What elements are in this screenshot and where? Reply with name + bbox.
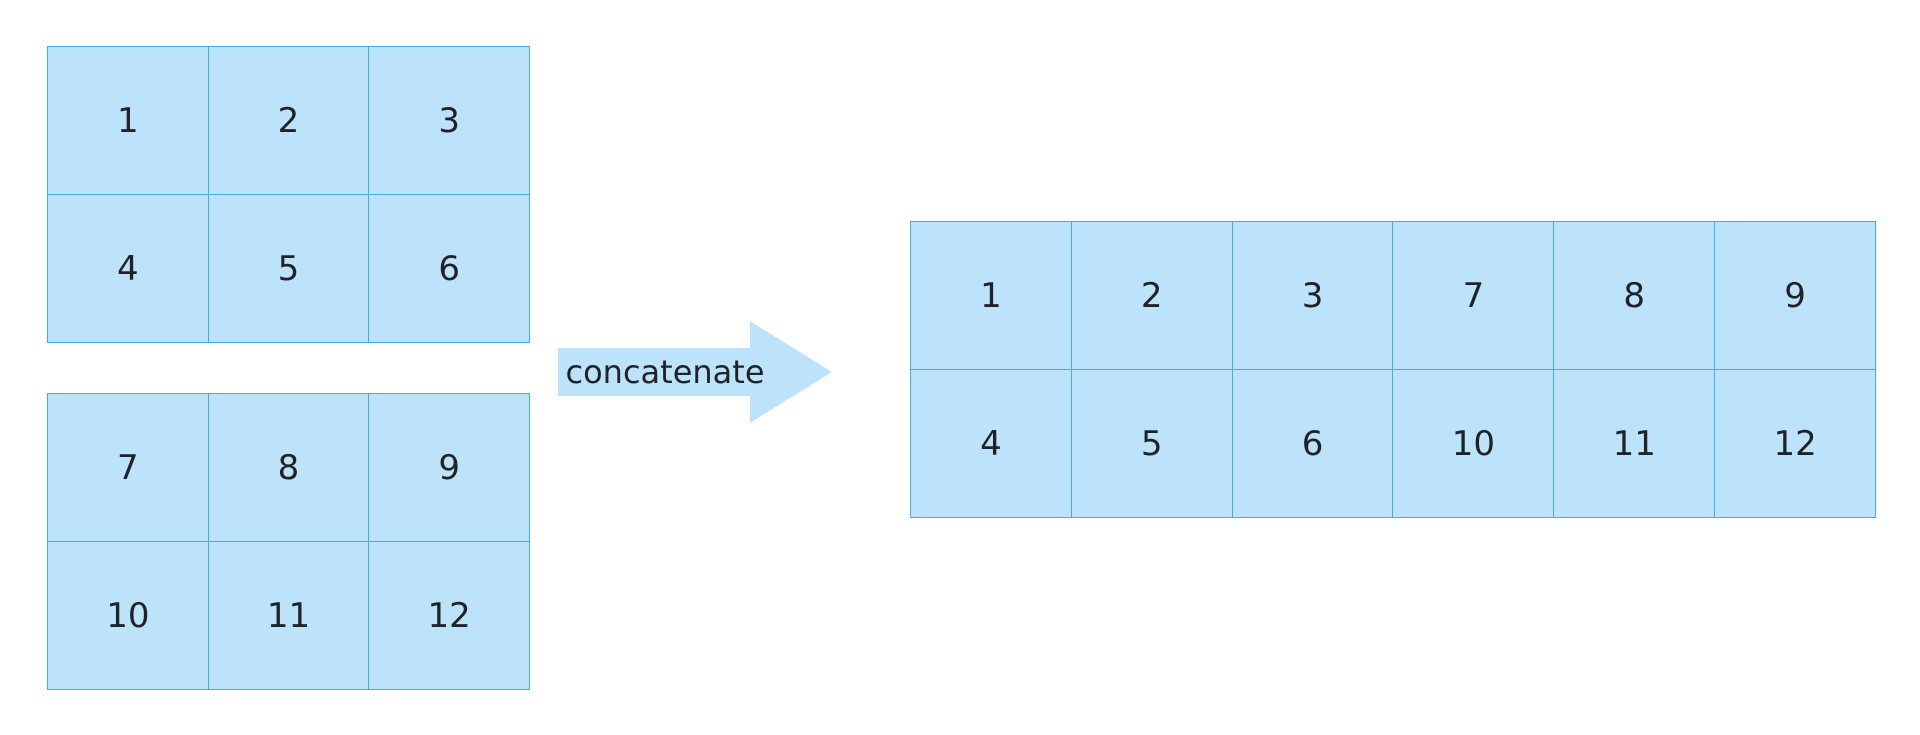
result-cell: 10 bbox=[1393, 370, 1555, 518]
matrix-b-cell: 7 bbox=[48, 394, 209, 542]
result-matrix: 1 2 3 7 8 9 4 5 6 10 11 12 bbox=[910, 221, 1876, 518]
input-matrix-a: 1 2 3 4 5 6 bbox=[47, 46, 530, 343]
matrix-a-cell: 6 bbox=[369, 195, 530, 343]
result-cell: 1 bbox=[911, 222, 1072, 370]
result-cell: 4 bbox=[911, 370, 1072, 518]
matrix-b-cell: 11 bbox=[208, 542, 370, 690]
result-cell: 7 bbox=[1393, 222, 1555, 370]
result-cell: 2 bbox=[1071, 222, 1233, 370]
result-cell: 6 bbox=[1232, 370, 1394, 518]
matrix-a-cell: 3 bbox=[369, 47, 530, 195]
matrix-a-cell: 1 bbox=[48, 47, 209, 195]
input-matrix-b: 7 8 9 10 11 12 bbox=[47, 393, 530, 690]
result-cell: 11 bbox=[1554, 370, 1716, 518]
matrix-b-cell: 12 bbox=[369, 542, 530, 690]
concatenate-label: concatenate bbox=[565, 353, 765, 391]
matrix-b-cell: 10 bbox=[48, 542, 209, 690]
matrix-a-cell: 4 bbox=[48, 195, 209, 343]
concatenate-arrow bbox=[558, 321, 832, 423]
result-cell: 5 bbox=[1071, 370, 1233, 518]
result-cell: 3 bbox=[1232, 222, 1394, 370]
matrix-a-cell: 5 bbox=[208, 195, 370, 343]
result-cell: 12 bbox=[1715, 370, 1876, 518]
result-cell: 8 bbox=[1554, 222, 1716, 370]
matrix-b-cell: 8 bbox=[208, 394, 370, 542]
result-cell: 9 bbox=[1715, 222, 1876, 370]
arrow-shape bbox=[558, 321, 832, 423]
matrix-b-cell: 9 bbox=[369, 394, 530, 542]
matrix-a-cell: 2 bbox=[208, 47, 370, 195]
